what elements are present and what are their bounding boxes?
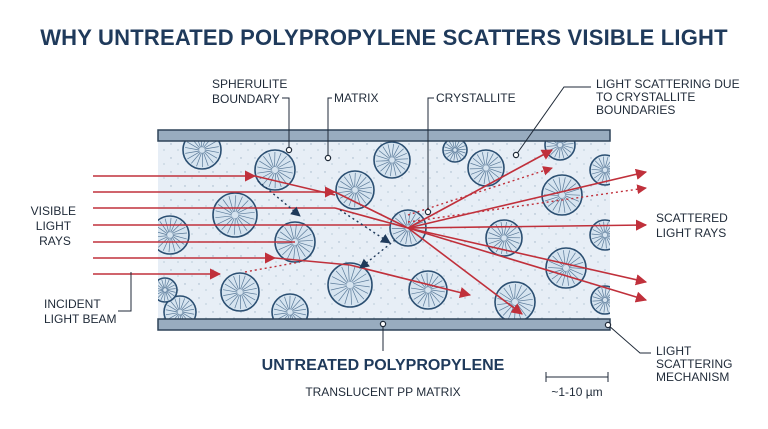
scale-label: ~1-10 µm <box>551 385 602 399</box>
material-subtitle: TRANSLUCENT PP MATRIX <box>305 385 460 399</box>
spherulite <box>158 277 178 303</box>
light-scattering-mechanism-label: LIGHT SCATTERING MECHANISM <box>656 344 736 384</box>
spherulite <box>545 247 587 289</box>
spherulite <box>163 295 197 319</box>
leader-dots <box>285 146 612 329</box>
dotted-scatter-paths <box>244 166 647 273</box>
spherulite <box>442 141 468 163</box>
spherulite-boundary-label: SPHERULITE BOUNDARY <box>212 77 291 106</box>
light-scattering-due-label: LIGHT SCATTERING DUE TO CRYSTALLITE BOUN… <box>596 77 743 117</box>
spherulite <box>590 285 610 315</box>
spherulite <box>335 170 375 210</box>
visible-light-rays-label: VISIBLE LIGHT RAYS <box>31 204 80 248</box>
matrix-label: MATRIX <box>334 91 378 105</box>
scattering-paths <box>254 149 648 315</box>
spherulite <box>485 219 523 257</box>
spherulite <box>408 270 448 310</box>
spherulite <box>467 149 505 187</box>
spherulite-group <box>158 141 610 319</box>
scattered-light-rays-label: SCATTERED LIGHT RAYS <box>656 211 731 240</box>
spherulite <box>494 281 536 319</box>
page-title: WHY UNTREATED POLYPROPYLENE SCATTERS VIS… <box>40 25 728 50</box>
spherulite <box>327 262 373 308</box>
spherulite <box>271 293 309 319</box>
spherulite <box>373 141 411 179</box>
spherulite <box>589 154 610 186</box>
spherulite <box>212 192 258 238</box>
leader-lines <box>118 86 651 354</box>
spherulite <box>182 141 222 170</box>
crystallite-label: CRYSTALLITE <box>436 91 516 105</box>
spherulite <box>158 215 190 255</box>
internal-reflections <box>257 180 396 269</box>
top-plate <box>157 129 611 142</box>
scale-bar <box>545 372 609 382</box>
spherulite <box>589 219 610 251</box>
spherulite <box>254 149 296 191</box>
spherulite <box>220 272 260 312</box>
incident-light-beam-label: INCIDENT LIGHT BEAM <box>44 297 116 326</box>
material-title: UNTREATED POLYPROPYLENE <box>262 357 505 374</box>
